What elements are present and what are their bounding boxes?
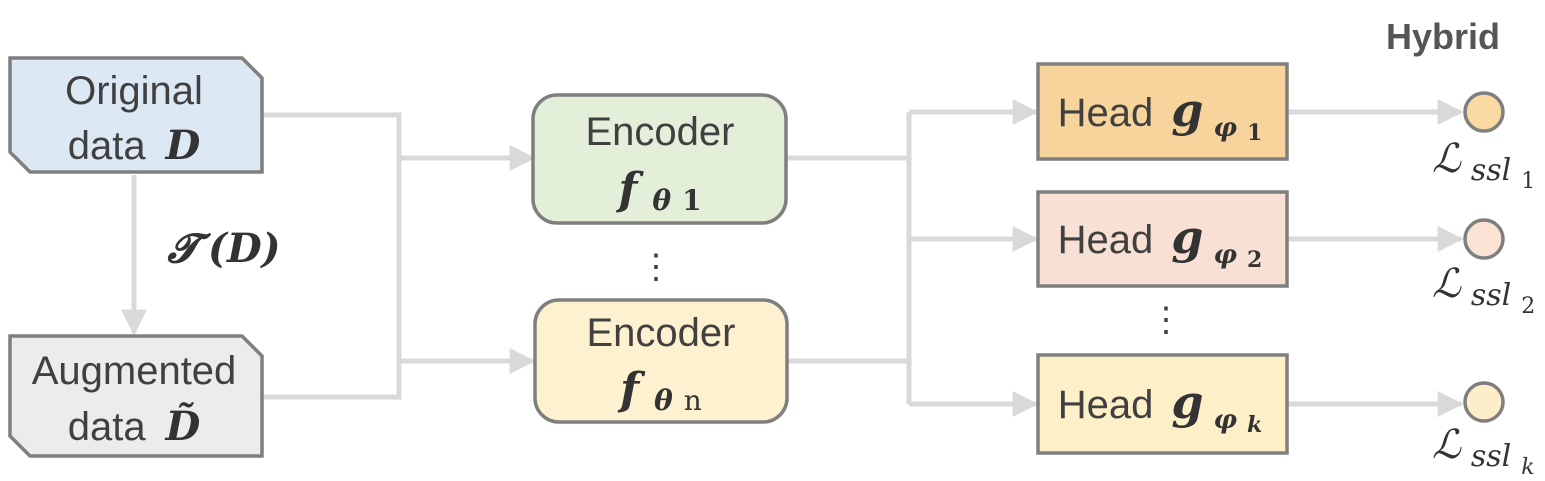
original-data-word: data xyxy=(68,124,147,168)
loss-first-sub: ssl xyxy=(1471,153,1511,188)
head-second-subsub: 2 xyxy=(1247,247,1262,273)
head-first-formula: Head g φ 1 xyxy=(1058,83,1263,146)
encoder-first-symbol: f xyxy=(615,164,644,215)
wire-encoders-to-heads xyxy=(787,112,912,404)
encoder-last-label: Encoder xyxy=(587,311,736,355)
head-first-symbol: g xyxy=(1171,83,1203,137)
loss-first: ℒ ssl 1 xyxy=(1432,91,1535,194)
loss-second-symbol: ℒ xyxy=(1432,261,1462,307)
transform-label: 𝓣 (D) xyxy=(167,225,280,272)
head-last: Head g φ k xyxy=(1036,353,1289,455)
augmented-data-line2: data D̃ xyxy=(68,403,201,450)
encoder-first-formula: f θ 1 xyxy=(615,164,701,220)
original-data-box: Original data D xyxy=(8,56,264,174)
augmented-data-symbol: D̃ xyxy=(165,403,201,450)
loss-last: ℒ ssl k xyxy=(1432,381,1535,480)
augmented-data-box: Augmented data D̃ xyxy=(8,334,264,458)
head-last-formula: Head g φ k xyxy=(1058,375,1263,438)
encoder-last-subsub: n xyxy=(684,384,702,417)
connectors xyxy=(121,99,1464,417)
head-second-symbol: g xyxy=(1171,210,1203,264)
loss-first-node xyxy=(1463,91,1505,133)
wire-original-to-split xyxy=(262,112,402,400)
head-second-shape xyxy=(1036,190,1289,288)
encoder-last-shape xyxy=(533,298,789,424)
original-data-shape xyxy=(8,56,264,174)
original-data-line1: Original xyxy=(65,69,203,113)
head-last-symbol: g xyxy=(1171,375,1203,429)
head-second-label: Head xyxy=(1058,218,1154,262)
head-first-sub: φ xyxy=(1213,113,1237,143)
original-data-line2: data D xyxy=(68,122,201,169)
encoder-first-subsub: 1 xyxy=(682,184,701,217)
transform-symbol: 𝓣 xyxy=(167,225,211,272)
encoder-last: Encoder f θ n xyxy=(533,298,789,424)
loss-second-node xyxy=(1463,218,1505,260)
loss-first-subsub: 1 xyxy=(1521,169,1535,194)
original-data-symbol: D xyxy=(165,122,201,169)
encoder-first: Encoder f θ 1 xyxy=(531,93,788,225)
head-ellipsis: ⋮ xyxy=(1149,301,1183,339)
encoder-last-formula: f θ n xyxy=(617,364,702,420)
loss-last-subsub: k xyxy=(1521,455,1534,480)
loss-last-sub: ssl xyxy=(1471,439,1511,474)
head-first-shape xyxy=(1036,62,1289,161)
loss-second-sub: ssl xyxy=(1471,278,1511,313)
head-first: Head g φ 1 xyxy=(1036,62,1289,161)
head-last-subsub: k xyxy=(1247,412,1262,438)
head-last-label: Head xyxy=(1058,383,1154,427)
head-second-formula: Head g φ 2 xyxy=(1058,210,1263,273)
encoder-first-label: Encoder xyxy=(586,110,735,154)
encoder-first-sub: θ xyxy=(652,184,671,217)
head-last-shape xyxy=(1036,353,1289,455)
augmented-data-shape xyxy=(8,334,264,458)
head-first-label: Head xyxy=(1058,91,1154,135)
encoder-first-shape xyxy=(531,93,788,225)
loss-last-label: ℒ ssl k xyxy=(1432,422,1535,480)
loss-first-label: ℒ ssl 1 xyxy=(1432,136,1535,194)
loss-second-subsub: 2 xyxy=(1521,294,1535,319)
head-first-subsub: 1 xyxy=(1247,120,1262,146)
encoder-ellipsis: ⋮ xyxy=(639,248,673,286)
loss-last-symbol: ℒ xyxy=(1432,422,1462,468)
augmented-data-line1: Augmented xyxy=(32,349,237,393)
loss-second-label: ℒ ssl 2 xyxy=(1432,261,1535,319)
head-second: Head g φ 2 xyxy=(1036,190,1289,288)
encoder-last-sub: θ xyxy=(654,384,673,417)
encoder-last-symbol: f xyxy=(617,364,646,415)
loss-last-node xyxy=(1463,381,1505,423)
diagram-title: Hybrid xyxy=(1386,16,1500,57)
transform-arg: (D) xyxy=(208,225,281,272)
loss-second: ℒ ssl 2 xyxy=(1432,218,1535,319)
head-last-sub: φ xyxy=(1214,405,1238,435)
head-second-sub: φ xyxy=(1213,240,1237,270)
augmented-data-word: data xyxy=(68,405,147,449)
loss-first-symbol: ℒ xyxy=(1432,136,1462,182)
